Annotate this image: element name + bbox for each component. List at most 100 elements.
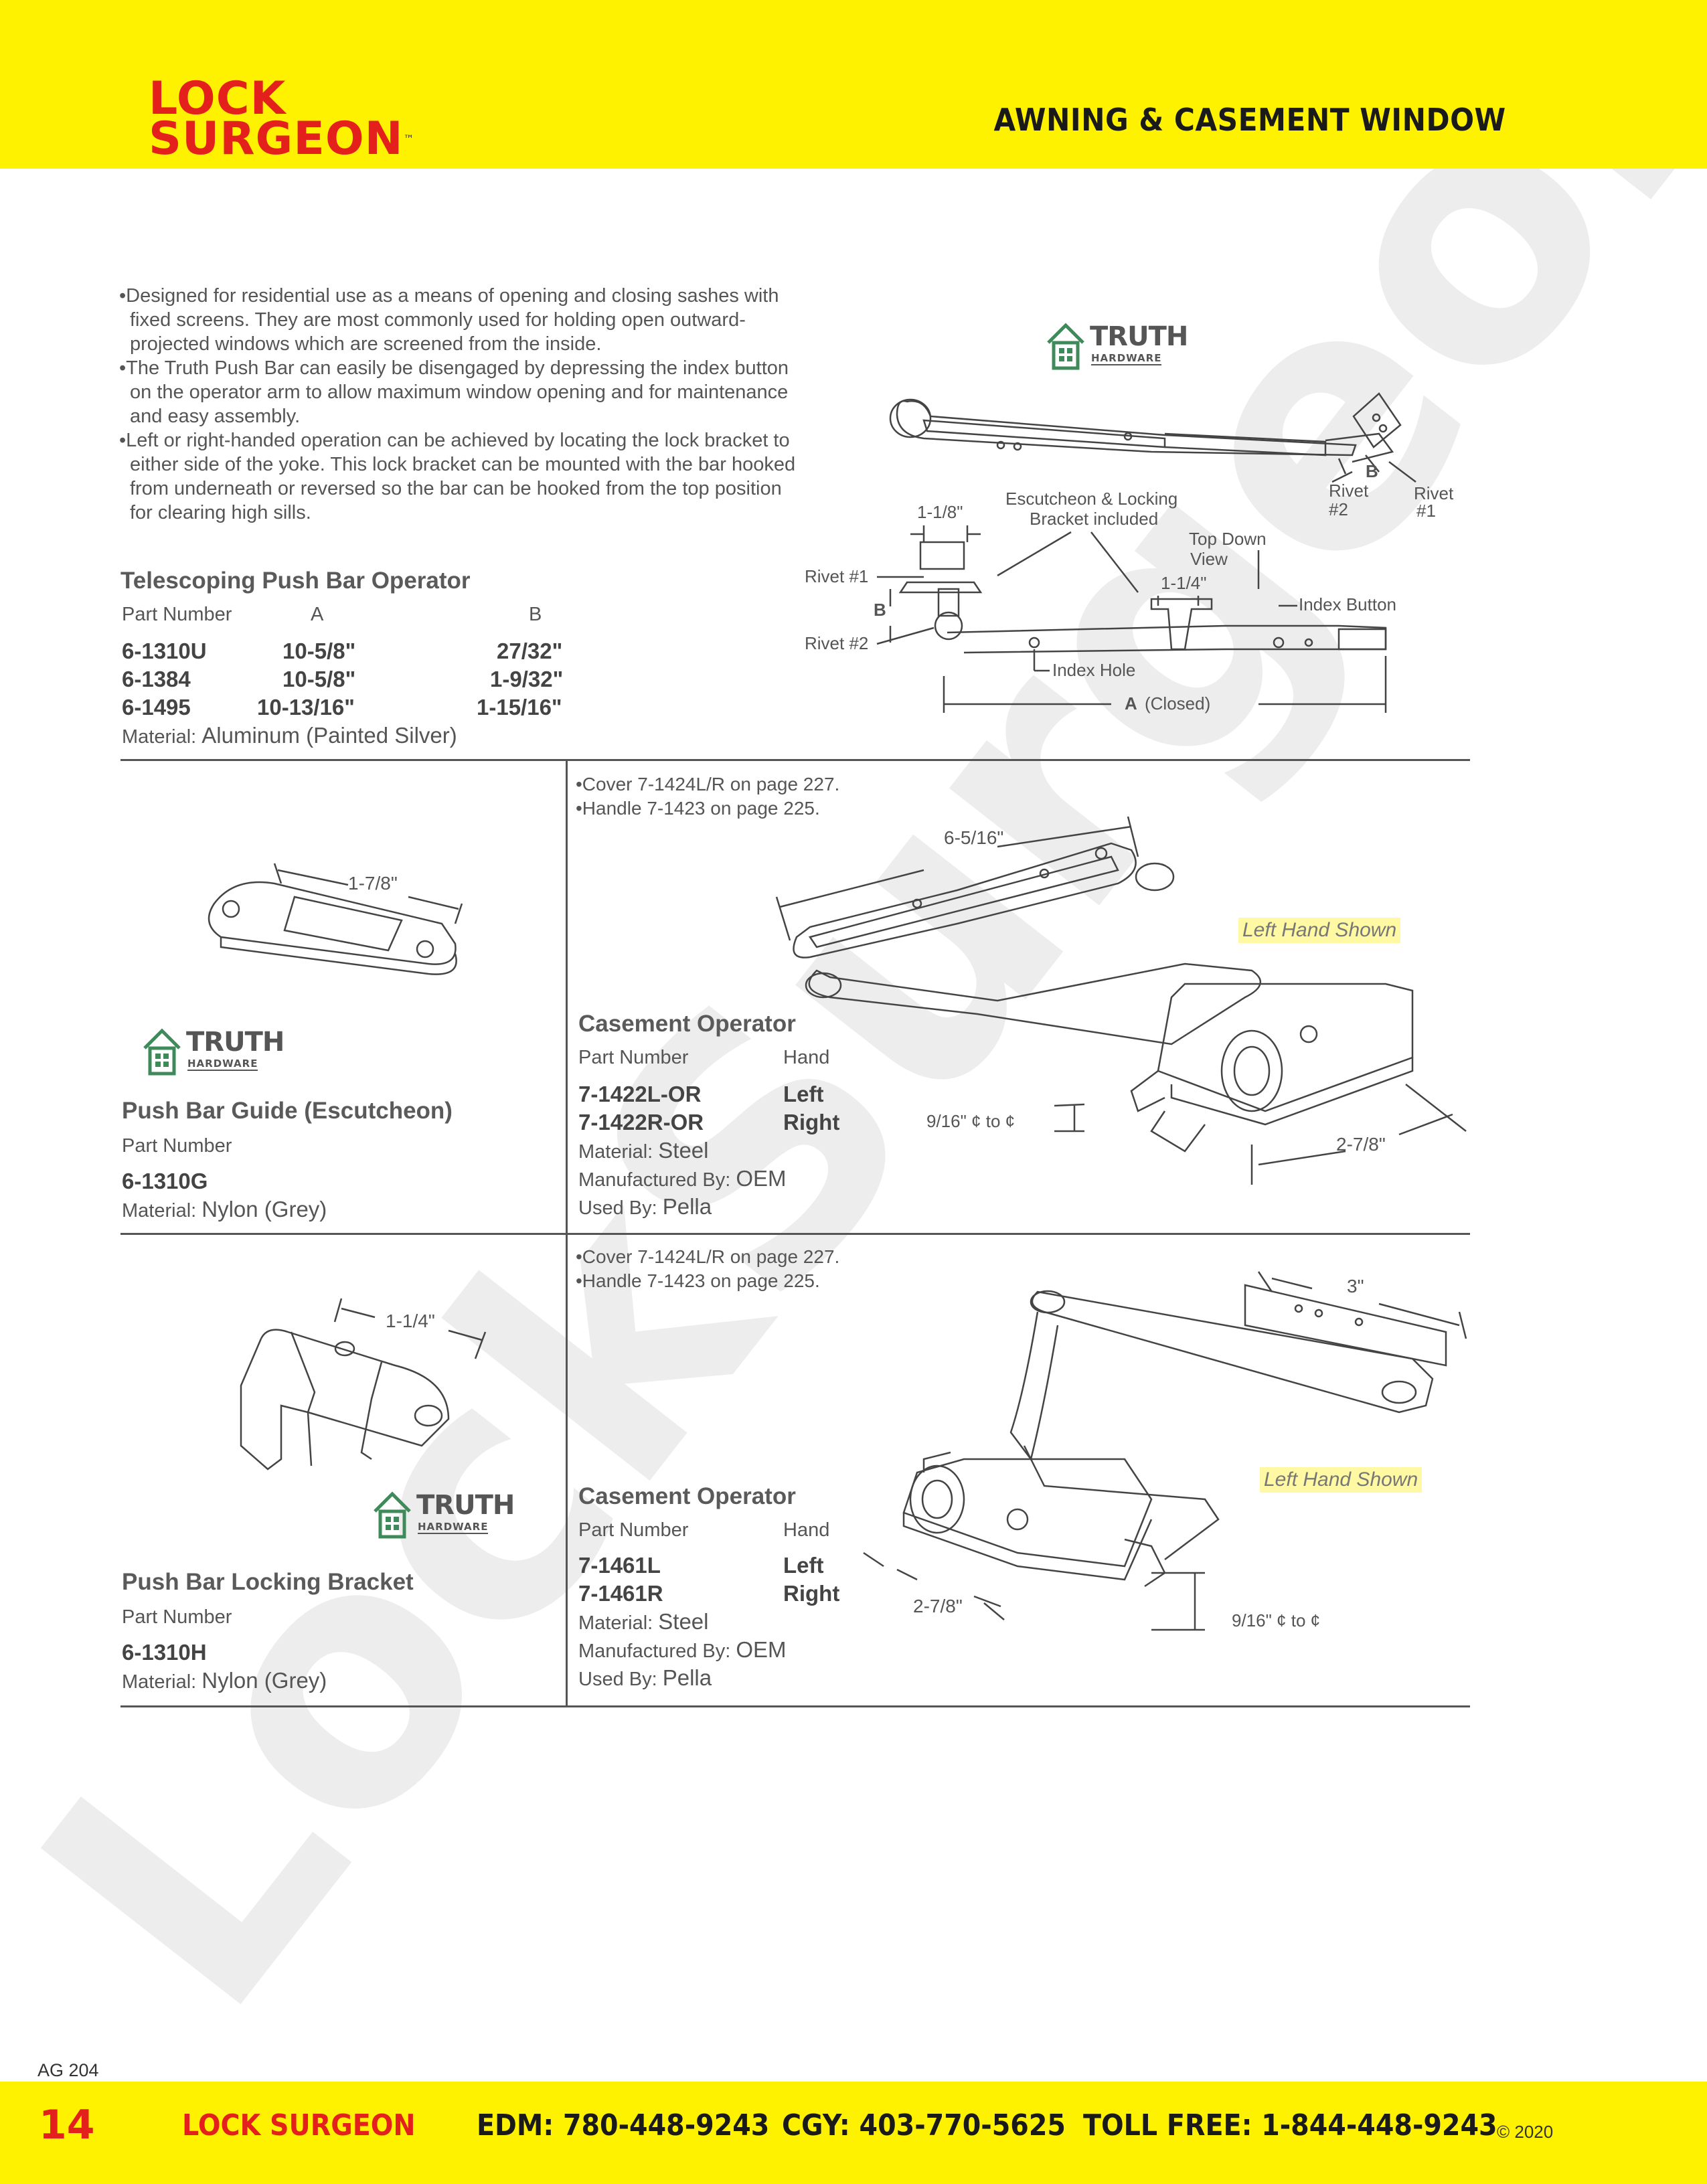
dim-a-closed: (Closed) bbox=[1145, 693, 1210, 713]
table-cell: 7-1461L bbox=[578, 1553, 661, 1578]
part-number: 6-1310H bbox=[122, 1640, 207, 1665]
table-cell: 7-1461R bbox=[578, 1581, 663, 1606]
label-rivet-1: Rivet #1 bbox=[805, 566, 868, 586]
label-rivet: Rivet bbox=[1329, 481, 1369, 501]
hand-shown-note: Left Hand Shown bbox=[1238, 918, 1401, 943]
table-cell: 27/32" bbox=[497, 639, 563, 663]
note: •Handle 7-1423 on page 225. bbox=[576, 798, 820, 819]
brand-logo[interactable]: LOCK SURGEON™ bbox=[149, 72, 415, 165]
push-bar-side-view bbox=[898, 541, 1387, 654]
label-top-down: Top Down bbox=[1189, 529, 1267, 549]
phone-toll-free[interactable]: TOLL FREE: 1-844-448-9243 bbox=[1083, 2108, 1497, 2143]
dim-1-1-4: 1-1/4" bbox=[1161, 573, 1207, 593]
header-bar bbox=[0, 0, 1707, 169]
push-bar-top-view bbox=[889, 392, 1402, 475]
material: Material: Nylon (Grey) bbox=[122, 1197, 327, 1222]
hand-shown-note: Left Hand Shown bbox=[1260, 1467, 1422, 1493]
note: •Handle 7-1423 on page 225. bbox=[576, 1270, 820, 1291]
note: •Cover 7-1424L/R on page 227. bbox=[576, 774, 840, 794]
label-rivet-num: #1 bbox=[1416, 501, 1436, 521]
column-header: B bbox=[529, 604, 542, 625]
divider bbox=[120, 1233, 1470, 1235]
push-bar-guide-title: Push Bar Guide (Escutcheon) bbox=[122, 1098, 453, 1124]
push-bar-description: •Designed for residential use as a means… bbox=[119, 284, 802, 525]
material: Material: Steel bbox=[578, 1138, 709, 1163]
copyright: © 2020 bbox=[1497, 2122, 1554, 2142]
used-by: Used By: Pella bbox=[578, 1194, 712, 1219]
casement-operator-2-illustration bbox=[863, 1271, 1467, 1631]
dimension-label: 2-7/8" bbox=[913, 1596, 963, 1616]
dim-a: A bbox=[1125, 693, 1137, 713]
manufactured-by: Manufactured By: OEM bbox=[578, 1166, 787, 1191]
table-cell: 10-13/16" bbox=[257, 695, 355, 720]
truth-hardware-logo: TRUTH HARDWARE bbox=[1046, 319, 1188, 376]
truth-hardware-logo: TRUTH HARDWARE bbox=[372, 1487, 515, 1545]
footer-bar bbox=[0, 2082, 1707, 2184]
page-code: AG 204 bbox=[37, 2060, 99, 2080]
table-cell: 6-1310U bbox=[122, 639, 207, 663]
dimension-label: 9/16" ¢ to ¢ bbox=[926, 1111, 1015, 1131]
used-by: Used By: Pella bbox=[578, 1665, 712, 1690]
locking-bracket-title: Push Bar Locking Bracket bbox=[122, 1569, 414, 1595]
table-cell: 1-15/16" bbox=[477, 695, 562, 720]
material: Material: Steel bbox=[578, 1609, 709, 1634]
push-bar-diagram: B Rivet #2 Rivet #1 Escutcheon & Locking… bbox=[805, 392, 1454, 713]
footer-brand[interactable]: LOCK SURGEON bbox=[182, 2108, 416, 2143]
label-index-hole: Index Hole bbox=[1052, 660, 1135, 680]
manufactured-by: Manufactured By: OEM bbox=[578, 1637, 787, 1662]
table-cell: Left bbox=[783, 1082, 824, 1106]
dimension-label: 2-7/8" bbox=[1336, 1134, 1386, 1155]
house-icon bbox=[374, 1491, 411, 1539]
column-header: A bbox=[311, 604, 324, 625]
label-escutcheon: Escutcheon & Locking bbox=[1005, 489, 1177, 509]
label-b: B bbox=[874, 600, 886, 620]
bullet: •Left or right-handed operation can be a… bbox=[119, 430, 796, 523]
casement-operator-title: Casement Operator bbox=[578, 1011, 796, 1037]
table-cell: 10-5/8" bbox=[282, 639, 356, 663]
truth-hardware-logo: TRUTH HARDWARE bbox=[142, 1024, 284, 1082]
label-index-button: Index Button bbox=[1299, 594, 1396, 614]
label-b: B bbox=[1366, 461, 1378, 481]
brand-line-1: LOCK bbox=[149, 72, 287, 125]
table-cell: Right bbox=[783, 1110, 840, 1135]
dimension-label: 9/16" ¢ to ¢ bbox=[1232, 1610, 1321, 1630]
label-rivet-num: #2 bbox=[1329, 499, 1348, 519]
column-header: Hand bbox=[783, 1519, 830, 1541]
casement-operator-title: Casement Operator bbox=[578, 1483, 796, 1509]
table-cell: 7-1422R-OR bbox=[578, 1110, 704, 1135]
table-cell: Right bbox=[783, 1581, 840, 1606]
table-cell: Left bbox=[783, 1553, 824, 1578]
house-icon bbox=[143, 1028, 181, 1076]
push-bar-guide-illustration bbox=[208, 863, 463, 975]
material: Material: Nylon (Grey) bbox=[122, 1668, 327, 1693]
column-header: Part Number bbox=[122, 604, 232, 625]
table-cell: 6-1495 bbox=[122, 695, 191, 720]
part-number-label: Part Number bbox=[122, 1606, 232, 1628]
column-header: Part Number bbox=[578, 1519, 689, 1541]
column-header: Hand bbox=[783, 1047, 830, 1068]
part-number: 6-1310G bbox=[122, 1169, 208, 1193]
page-number: 14 bbox=[39, 2102, 95, 2149]
locking-bracket-illustration bbox=[240, 1298, 487, 1471]
dim-1-1-8: 1-1/8" bbox=[917, 502, 963, 522]
brand-line-2: SURGEON™ bbox=[149, 112, 415, 165]
house-icon bbox=[1047, 323, 1084, 370]
phone-cgy[interactable]: CGY: 403-770-5625 bbox=[782, 2108, 1066, 2143]
section-title: AWNING & CASEMENT WINDOW bbox=[993, 102, 1506, 138]
divider bbox=[120, 759, 1470, 761]
note: •Cover 7-1424L/R on page 227. bbox=[576, 1246, 840, 1267]
dimension-label: 6-5/16" bbox=[944, 827, 1004, 848]
part-number-label: Part Number bbox=[122, 1135, 232, 1157]
casement-operator-1-illustration bbox=[775, 816, 1467, 1185]
bullet: •Designed for residential use as a means… bbox=[119, 285, 779, 355]
column-header: Part Number bbox=[578, 1047, 689, 1068]
divider bbox=[120, 1705, 1470, 1707]
table-cell: 1-9/32" bbox=[490, 667, 564, 691]
push-bar-title: Telescoping Push Bar Operator bbox=[120, 568, 471, 594]
table-cell: 10-5/8" bbox=[282, 667, 356, 691]
trademark: ™ bbox=[403, 133, 415, 145]
dimension-label: 1-7/8" bbox=[348, 873, 398, 894]
table-cell: 6-1384 bbox=[122, 667, 191, 691]
material: Material: Aluminum (Painted Silver) bbox=[122, 723, 457, 748]
phone-edm[interactable]: EDM: 780-448-9243 bbox=[477, 2108, 770, 2143]
